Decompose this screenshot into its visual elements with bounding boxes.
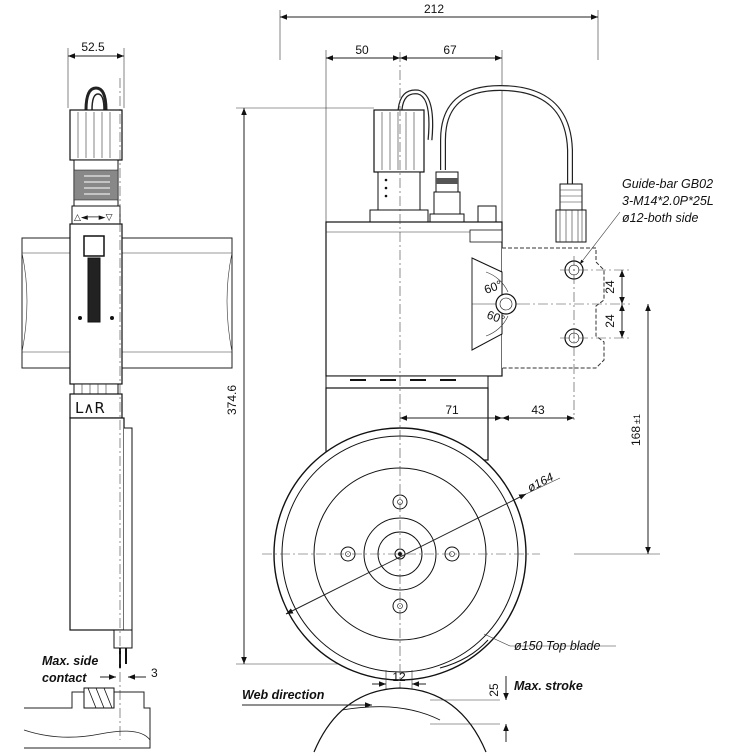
horizontal-71-label: 71 <box>445 403 459 417</box>
dim-horizontal: 71 43 <box>400 403 574 421</box>
horizontal-43-label: 43 <box>531 403 545 417</box>
side-contact-gap: 3 <box>151 666 158 680</box>
spacing-a-label: 24 <box>603 280 617 294</box>
guide-rail <box>21 237 233 369</box>
overall-width-label: 212 <box>424 2 444 16</box>
blade-offset-label: 12 <box>392 670 406 684</box>
top-blade-label: ø150 Top blade <box>514 639 600 653</box>
guide-note: Guide-bar GB02 3-M14*2.0P*25L ø12-both s… <box>579 177 714 265</box>
side-cable <box>84 86 108 111</box>
side-width-label: 52.5 <box>81 40 105 54</box>
spacing-b-label: 24 <box>603 314 617 328</box>
dim-guide-height: 168±1 <box>574 304 660 555</box>
dim-side-width: 52.5 <box>67 40 125 108</box>
max-side-label-2: contact <box>42 671 87 685</box>
guide-note-1: Guide-bar GB02 <box>622 177 713 191</box>
lower-blade-detail: 12 25 Max. stroke Web direction <box>242 670 583 753</box>
height-label: 374.6 <box>225 385 239 415</box>
top-connector <box>369 109 497 225</box>
dim-top-offsets: 50 67 <box>325 43 503 240</box>
angle-a-label: 60° <box>482 277 504 296</box>
guide-note-3: ø12-both side <box>622 211 698 225</box>
dim-guide-spacing: 24 24 <box>603 270 625 338</box>
side-contact-detail: Max. side contact 3 <box>23 654 158 749</box>
right-offset-label: 67 <box>443 43 457 57</box>
side-connector: △◄──►▽ <box>69 109 123 225</box>
web-direction-label: Web direction <box>242 688 325 702</box>
stroke-value-label: 25 <box>487 683 501 697</box>
front-view: 212 50 67 374.6 <box>225 2 714 753</box>
max-stroke-label: Max. stroke <box>514 679 583 693</box>
side-lower-housing <box>69 417 133 668</box>
side-body: L∧R <box>69 223 123 419</box>
wheel-diameter-label: ø164 <box>525 470 556 495</box>
side-view: △◄──►▽ L∧R <box>21 40 233 749</box>
max-side-label-1: Max. side <box>42 654 98 668</box>
dim-height: 374.6 <box>225 107 400 665</box>
guide-height-label: 168±1 <box>629 414 643 446</box>
lr-label: L∧R <box>75 399 105 417</box>
left-offset-label: 50 <box>355 43 369 57</box>
dim-overall-width: 212 <box>279 2 599 60</box>
svg-text:△◄──►▽: △◄──►▽ <box>74 213 113 223</box>
guide-bar-bracket: 60° 60° <box>471 247 630 420</box>
guide-connector <box>555 183 587 243</box>
guide-note-2: 3-M14*2.0P*25L <box>622 194 714 208</box>
